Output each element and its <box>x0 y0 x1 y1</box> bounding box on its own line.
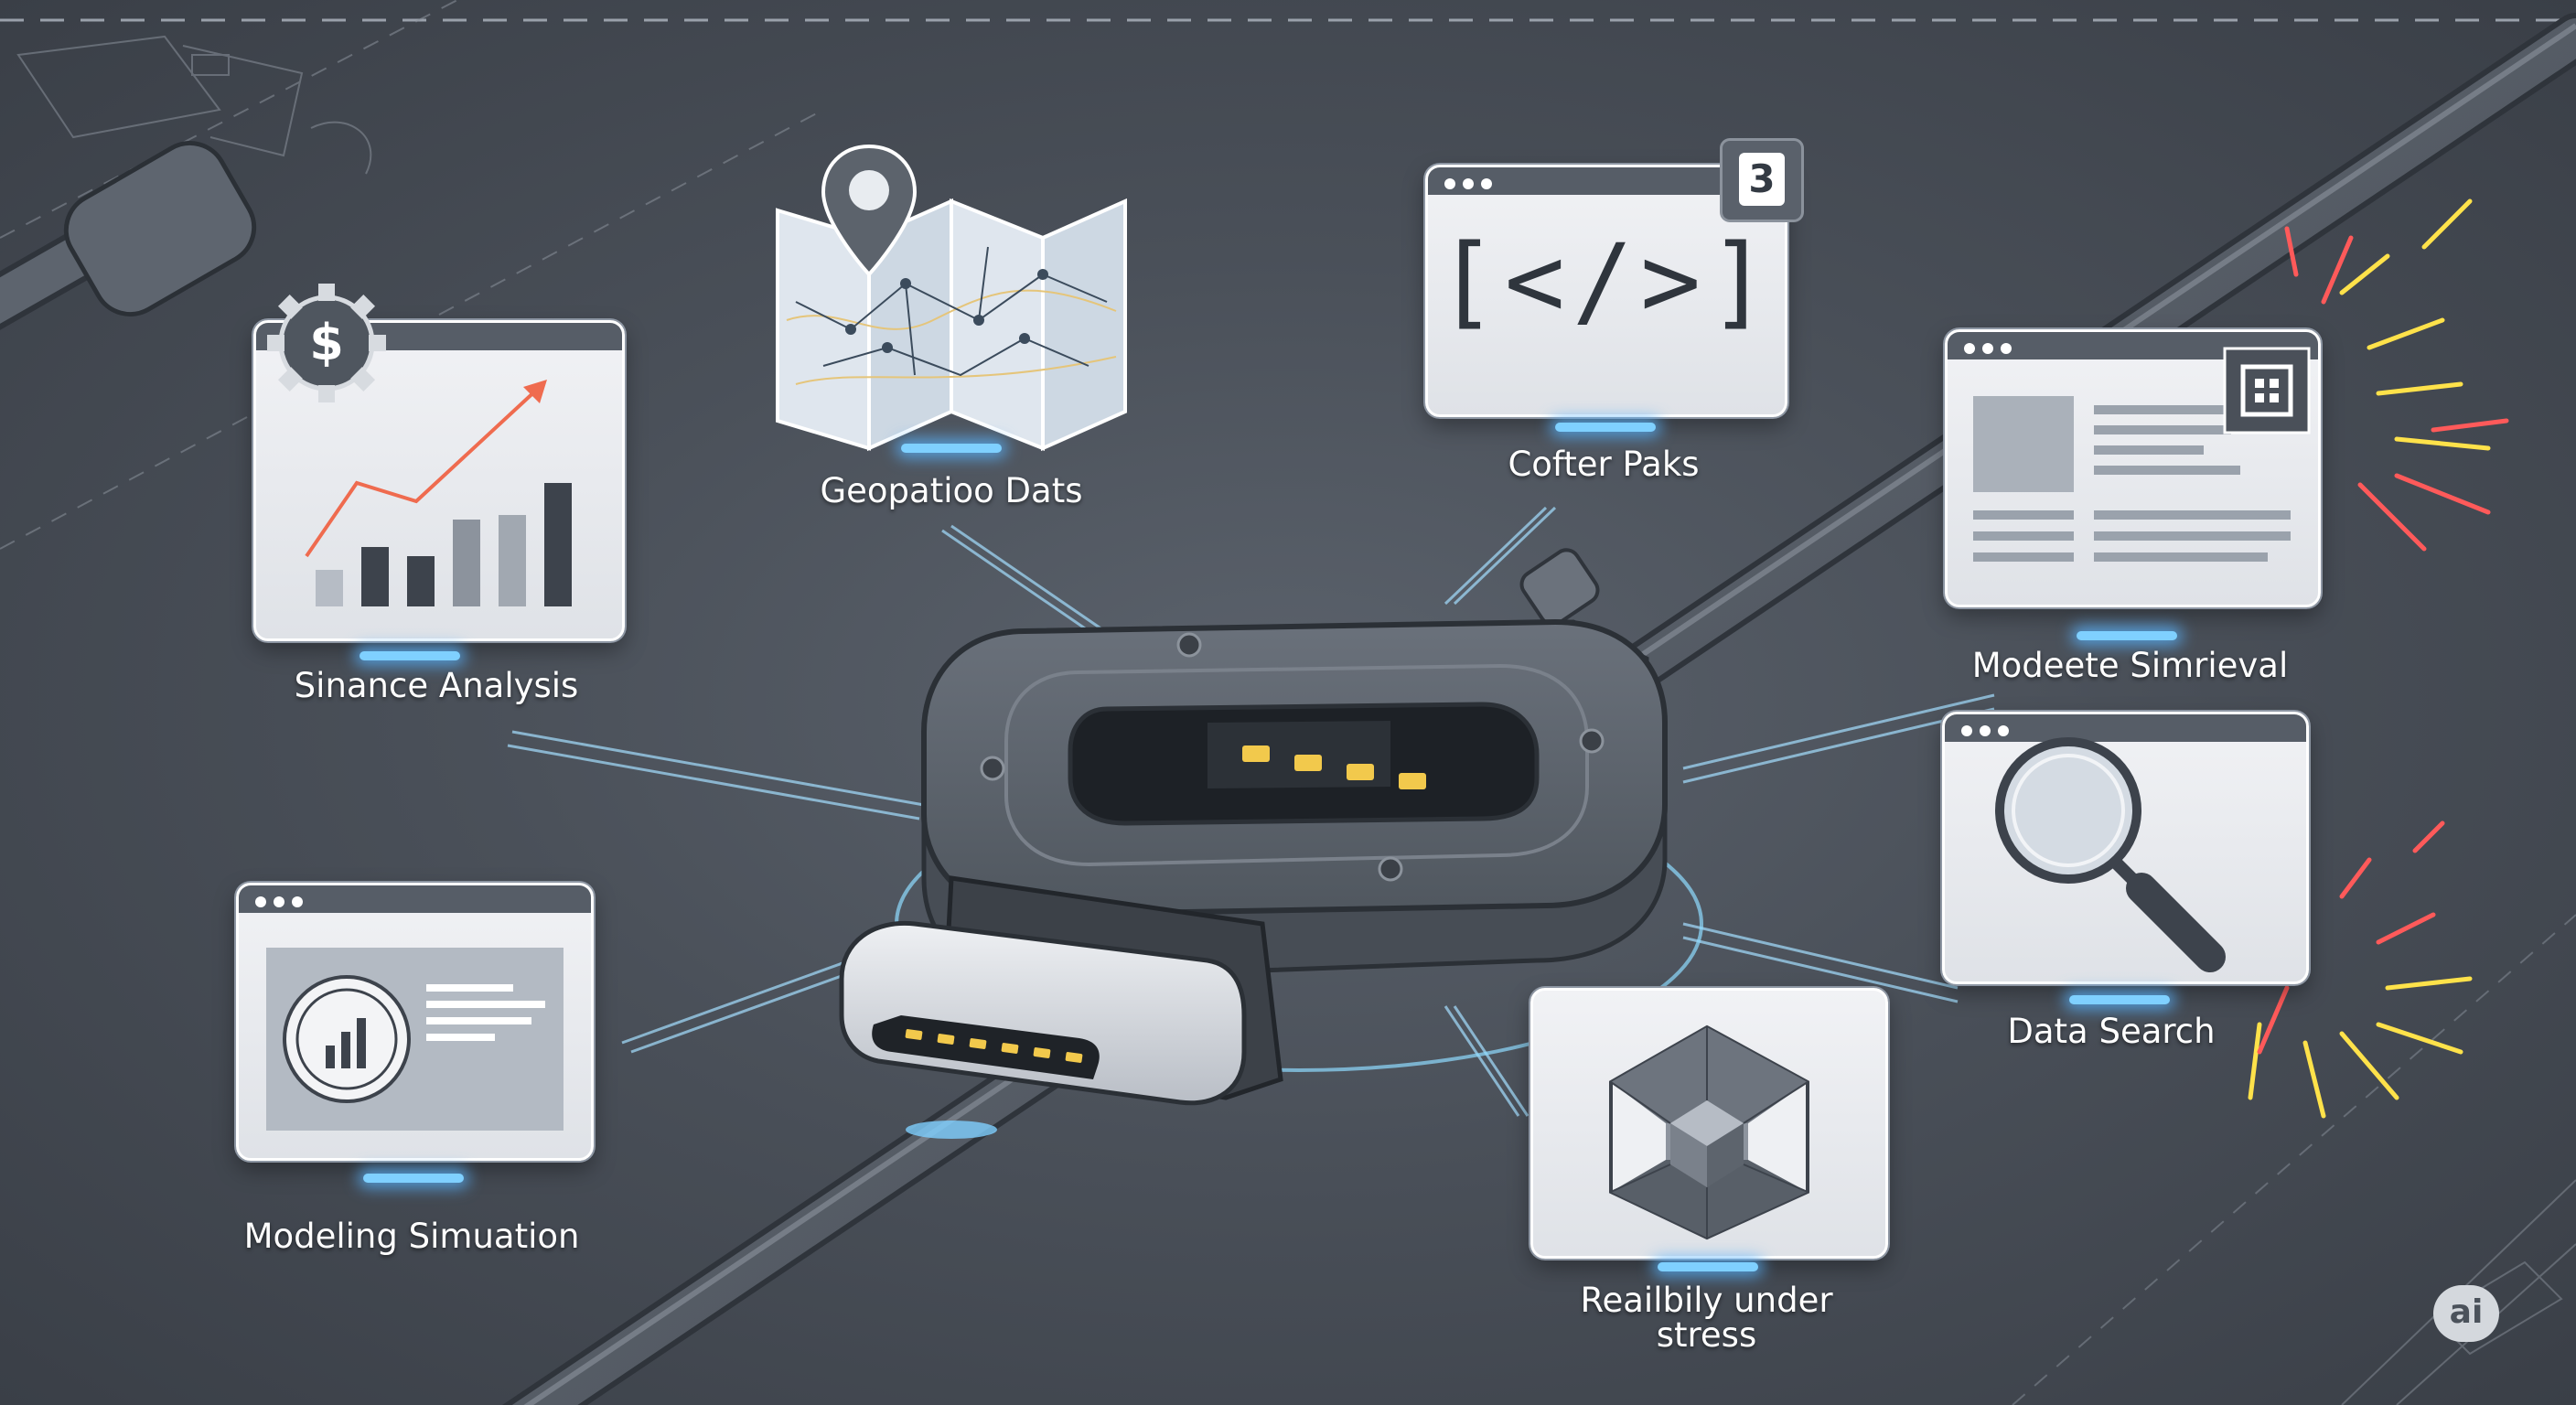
modeling-label: Modeling Simuation <box>243 1217 580 1256</box>
code-packs-card[interactable]: [</>] <box>1425 165 1787 417</box>
map-pin-icon <box>776 144 1127 452</box>
window-controls <box>1961 723 2016 740</box>
usb-c-hub <box>839 618 1703 1139</box>
svg-text:$: $ <box>309 314 344 371</box>
blueprint-sketch-topleft <box>0 0 824 550</box>
connector-beams <box>507 506 1995 1117</box>
ai-logo-icon: ai <box>2433 1285 2499 1342</box>
geo-label: Geopatioo Dats <box>820 471 1083 510</box>
magnifier-icon <box>1995 737 2226 972</box>
search-glow <box>2069 995 2170 1004</box>
search-label: Data Search <box>2007 1012 2216 1051</box>
finance-label: Sinance Analysis <box>294 666 579 705</box>
window-controls <box>1964 340 2019 358</box>
reliability-glow <box>1658 1262 1758 1271</box>
reliability-stress-card[interactable] <box>1530 988 1888 1259</box>
reliability-label-line2: stress <box>1656 1315 1757 1355</box>
data-search-card[interactable] <box>1942 712 2309 984</box>
chart-circle-icon <box>266 948 564 1131</box>
code-badge-icon: 3 <box>1723 141 1801 220</box>
dollar-gear-icon: $ <box>267 284 386 402</box>
finance-glow <box>360 651 460 660</box>
code-glow <box>1555 423 1656 432</box>
cube-icon <box>1609 1024 1809 1240</box>
geo-glow <box>901 444 1002 453</box>
window-controls <box>1444 176 1499 193</box>
finance-analysis-card[interactable] <box>253 320 625 641</box>
window-controls <box>255 894 310 911</box>
code-brackets-icon: [</>] <box>1436 222 1776 339</box>
finance-chart-icon <box>305 380 572 606</box>
modeling-simulation-card[interactable] <box>236 883 594 1161</box>
sparks-top-right <box>2284 198 2509 552</box>
document-page-icon <box>1973 347 2311 562</box>
code-badge-value: 3 <box>1739 153 1785 206</box>
modeling-glow <box>363 1174 464 1183</box>
reliability-label-line1: Reailbily under <box>1580 1281 1833 1320</box>
code-label: Cofter Paks <box>1508 445 1700 484</box>
topleft-cable <box>0 141 257 330</box>
retrieval-label: Modeete Simrieval <box>1971 646 2289 685</box>
retrieval-glow <box>2077 631 2177 640</box>
model-retrieval-card[interactable] <box>1945 329 2321 607</box>
sparks-bottom-right <box>2248 820 2473 1119</box>
